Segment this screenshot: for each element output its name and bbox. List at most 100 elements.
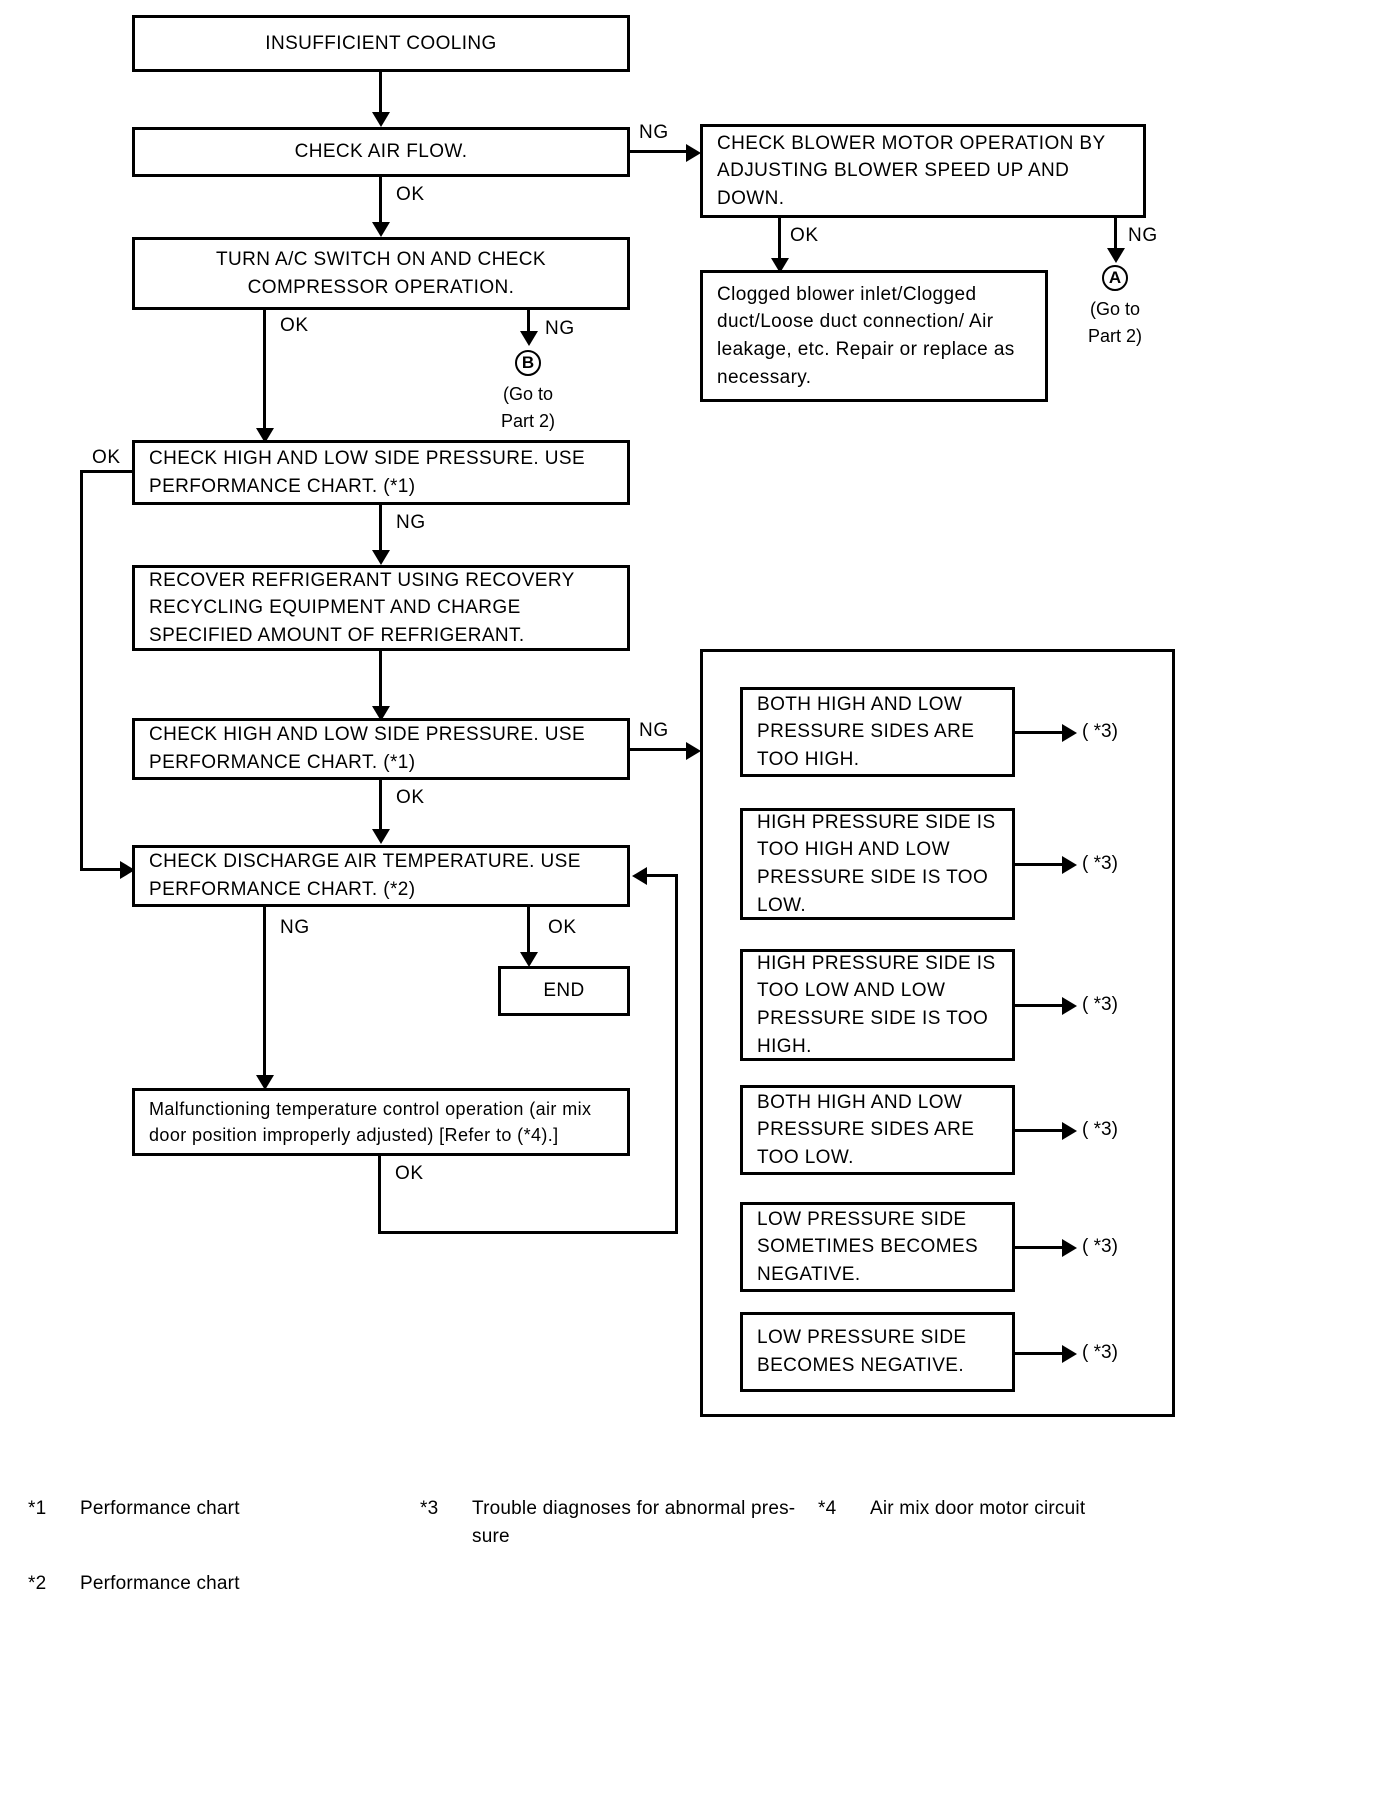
edge-label-ng-blower: NG — [1128, 225, 1158, 246]
node-end: END — [498, 966, 630, 1016]
arrow-pressure2-ng — [686, 742, 701, 760]
arrow-airflow-ok — [372, 222, 390, 237]
edge-start-to-airflow — [379, 72, 382, 117]
arrow-airflow-ng — [686, 144, 701, 162]
arrow-pressure1-ng — [372, 550, 390, 565]
edge-condition-1 — [1015, 731, 1067, 734]
edge-label-ok-malfunction: OK — [395, 1163, 424, 1184]
condition-3-ref: ( *3) — [1082, 994, 1118, 1015]
arrow-condition-3 — [1062, 997, 1077, 1015]
edge-label-ok-airflow: OK — [396, 184, 425, 205]
condition-box-5-label: LOW PRESSURE SIDE SOMETIMES BECOMES NEGA… — [757, 1208, 979, 1285]
edge-condition-2 — [1015, 863, 1067, 866]
connector-b-circle: B — [515, 350, 541, 376]
node-recover: RECOVER REFRIGERANT USING RECOVERY RECYC… — [132, 565, 630, 651]
edge-recover-to-pressure2 — [379, 651, 382, 713]
edge-airflow-ng — [630, 150, 692, 153]
node-check-air-flow-label: CHECK AIR FLOW. — [294, 141, 468, 163]
edge-compressor-ok — [263, 310, 266, 435]
edge-pressure1-ng — [379, 505, 382, 557]
footnote-3-tag: *3 — [420, 1498, 439, 1519]
footnote-2-text: Performance chart — [80, 1573, 240, 1594]
edge-condition-3 — [1015, 1004, 1067, 1007]
condition-4-ref: ( *3) — [1082, 1119, 1118, 1140]
arrow-condition-4 — [1062, 1122, 1077, 1140]
arrow-discharge-ok — [520, 952, 538, 967]
condition-5-ref: ( *3) — [1082, 1236, 1118, 1257]
node-check-discharge: CHECK DISCHARGE AIR TEMPERATURE. USE PER… — [132, 845, 630, 907]
arrow-recover-to-pressure2 — [372, 706, 390, 721]
footnote-4-tag: *4 — [818, 1498, 837, 1519]
edge-label-ng1: NG — [639, 122, 669, 143]
arrow-discharge-ng — [256, 1075, 274, 1090]
arrow-condition-6 — [1062, 1345, 1077, 1363]
arrow-pressure2-ok — [372, 829, 390, 844]
condition-box-6: LOW PRESSURE SIDE BECOMES NEGATIVE. — [740, 1312, 1015, 1392]
node-clogged-label: Clogged blower inlet/Clogged duct/Loose … — [717, 283, 1015, 388]
footnote-2: *2 Performance chart — [28, 1570, 388, 1598]
footnote-1-tag: *1 — [28, 1498, 47, 1519]
arrow-condition-5 — [1062, 1239, 1077, 1257]
connector-a-goto: (Go to Part 2) — [1087, 299, 1143, 346]
edge-blower-ng — [1114, 218, 1117, 254]
edge-condition-5 — [1015, 1246, 1067, 1249]
edge-label-ng-compressor: NG — [545, 318, 575, 339]
edge-malfunction-ok — [378, 1155, 381, 1234]
node-malfunction-label: Malfunctioning temperature control opera… — [149, 1098, 592, 1145]
edge-feedback-h-top — [645, 874, 678, 877]
edge-pressure1-ok-h2 — [80, 868, 125, 871]
edge-condition-6 — [1015, 1352, 1067, 1355]
footnote-1-text: Performance chart — [80, 1498, 240, 1519]
edge-label-ok-compressor: OK — [280, 315, 309, 336]
edge-airflow-ok — [379, 177, 382, 227]
node-ac-switch-label: TURN A/C SWITCH ON AND CHECK COMPRESSOR … — [216, 248, 546, 298]
condition-1-ref: ( *3) — [1082, 721, 1118, 742]
edge-label-ok-pressure2: OK — [396, 787, 425, 808]
arrow-start-to-airflow — [372, 112, 390, 127]
edge-condition-4 — [1015, 1129, 1067, 1132]
node-end-label: END — [543, 980, 585, 1002]
edge-pressure1-ok-v — [80, 470, 83, 870]
footnote-4: *4 Air mix door motor circuit — [818, 1495, 1148, 1523]
edge-label-ng-discharge: NG — [280, 917, 310, 938]
arrow-compressor-ok — [256, 428, 274, 443]
footnote-1: *1 Performance chart — [28, 1495, 388, 1523]
arrow-blower-ng — [1107, 248, 1125, 263]
conditions-panel — [700, 649, 1175, 1417]
footnote-3: *3 Trouble diagnoses for abnormal pres- … — [420, 1495, 810, 1550]
node-check-discharge-label: CHECK DISCHARGE AIR TEMPERATURE. USE PER… — [149, 851, 581, 900]
edge-label-ok-discharge: OK — [548, 917, 577, 938]
node-start: INSUFFICIENT COOLING — [132, 15, 630, 72]
edge-pressure1-ok-h — [80, 470, 135, 473]
node-check-pressure-2: CHECK HIGH AND LOW SIDE PRESSURE. USE PE… — [132, 718, 630, 780]
edge-discharge-ok — [527, 907, 530, 959]
edge-pressure2-ok — [379, 780, 382, 835]
connector-b-goto: (Go to Part 2) — [500, 384, 556, 431]
node-blower-motor: CHECK BLOWER MOTOR OPERATION BY ADJUSTIN… — [700, 124, 1146, 218]
edge-label-ng-pressure2: NG — [639, 720, 669, 741]
edge-pressure2-ng — [630, 748, 692, 751]
condition-box-5: LOW PRESSURE SIDE SOMETIMES BECOMES NEGA… — [740, 1202, 1015, 1292]
edge-label-ng-pressure1: NG — [396, 512, 426, 533]
condition-box-3-label: HIGH PRESSURE SIDE IS TOO LOW AND LOW PR… — [757, 952, 996, 1057]
arrow-pressure1-ok — [120, 861, 135, 879]
condition-2-ref: ( *3) — [1082, 853, 1118, 874]
node-start-label: INSUFFICIENT COOLING — [265, 32, 497, 54]
arrow-condition-1 — [1062, 724, 1077, 742]
condition-box-4-label: BOTH HIGH AND LOW PRESSURE SIDES ARE TOO… — [757, 1091, 975, 1168]
node-clogged: Clogged blower inlet/Clogged duct/Loose … — [700, 270, 1048, 402]
arrow-blower-ok — [771, 258, 789, 273]
edge-compressor-ng — [527, 310, 530, 338]
footnote-4-text: Air mix door motor circuit — [870, 1498, 1086, 1519]
edge-blower-ok — [778, 218, 781, 266]
node-check-pressure-2-label: CHECK HIGH AND LOW SIDE PRESSURE. USE PE… — [149, 724, 586, 773]
node-malfunction: Malfunctioning temperature control opera… — [132, 1088, 630, 1156]
footnote-3-text: Trouble diagnoses for abnormal pres- sur… — [472, 1498, 796, 1547]
condition-box-2: HIGH PRESSURE SIDE IS TOO HIGH AND LOW P… — [740, 808, 1015, 920]
edge-label-ok-pressure1: OK — [92, 447, 121, 468]
condition-6-ref: ( *3) — [1082, 1342, 1118, 1363]
edge-discharge-ng — [263, 907, 266, 1082]
arrow-malfunction-feedback — [632, 867, 647, 885]
arrow-condition-2 — [1062, 856, 1077, 874]
